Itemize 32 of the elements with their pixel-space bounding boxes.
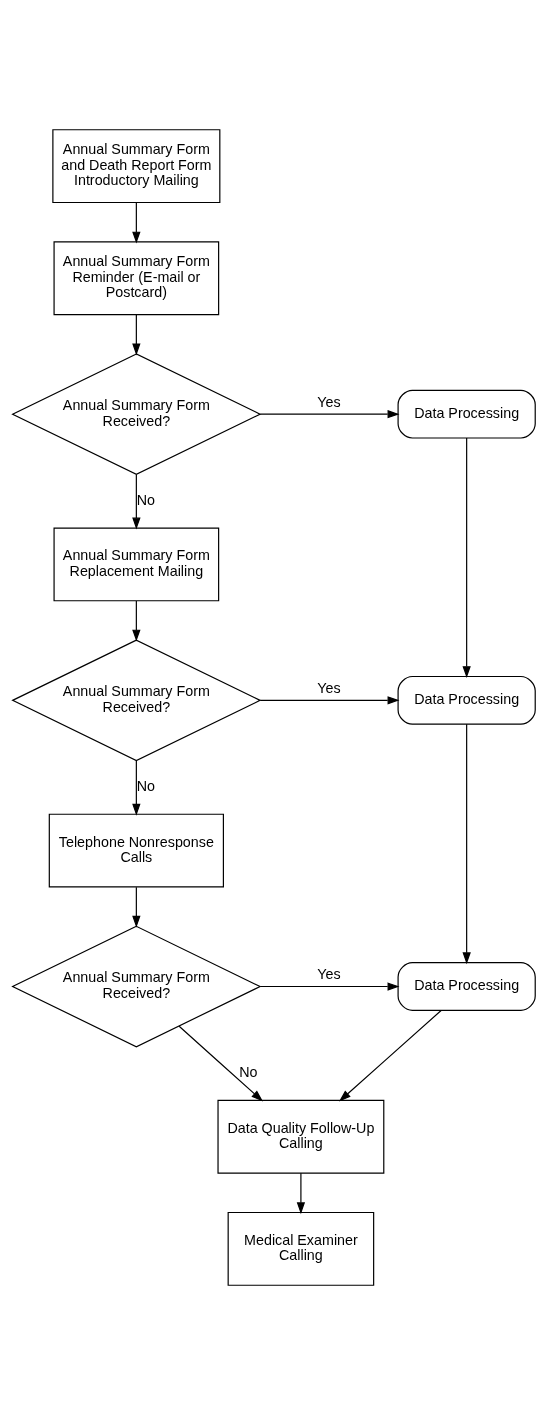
arrow xyxy=(462,723,471,964)
node-box: Annual Summary Form and Death Report Form Introductory Mailing xyxy=(52,128,221,203)
edge-label: No xyxy=(136,491,156,508)
edge-label: Yes xyxy=(317,679,341,696)
arrow xyxy=(259,409,400,418)
node-box: Data Processing xyxy=(397,675,536,725)
node-box: Annual Summary Form Reminder (E-mail or Postcard) xyxy=(53,240,220,315)
arrow xyxy=(132,599,141,642)
arrow xyxy=(132,201,141,244)
arrow xyxy=(339,1009,442,1102)
node-box: Data Quality Follow-Up Calling xyxy=(217,1099,385,1174)
arrow xyxy=(132,886,141,928)
node-diamond: Annual Summary Form Received? xyxy=(11,925,262,1047)
edge-label: Yes xyxy=(317,965,341,982)
node-box: Annual Summary Form Replacement Mailing xyxy=(53,526,220,601)
node-diamond: Annual Summary Form Received? xyxy=(11,638,262,761)
node-box: Data Processing xyxy=(397,389,536,439)
arrow xyxy=(296,1172,306,1214)
arrow xyxy=(462,437,471,678)
edge-label: Yes xyxy=(317,393,341,410)
arrow xyxy=(132,313,141,355)
arrow xyxy=(178,1025,264,1102)
arrow xyxy=(259,695,400,704)
node-box: Data Processing xyxy=(397,961,536,1011)
node-box: Medical Examiner Calling xyxy=(227,1211,375,1286)
arrow xyxy=(132,759,141,816)
edge-label: No xyxy=(239,1063,258,1080)
edge-label: No xyxy=(136,777,156,794)
arrow xyxy=(259,981,400,991)
arrow xyxy=(132,473,141,530)
node-diamond: Annual Summary Form Received? xyxy=(11,352,262,475)
node-box: Telephone Nonresponse Calls xyxy=(48,813,224,888)
